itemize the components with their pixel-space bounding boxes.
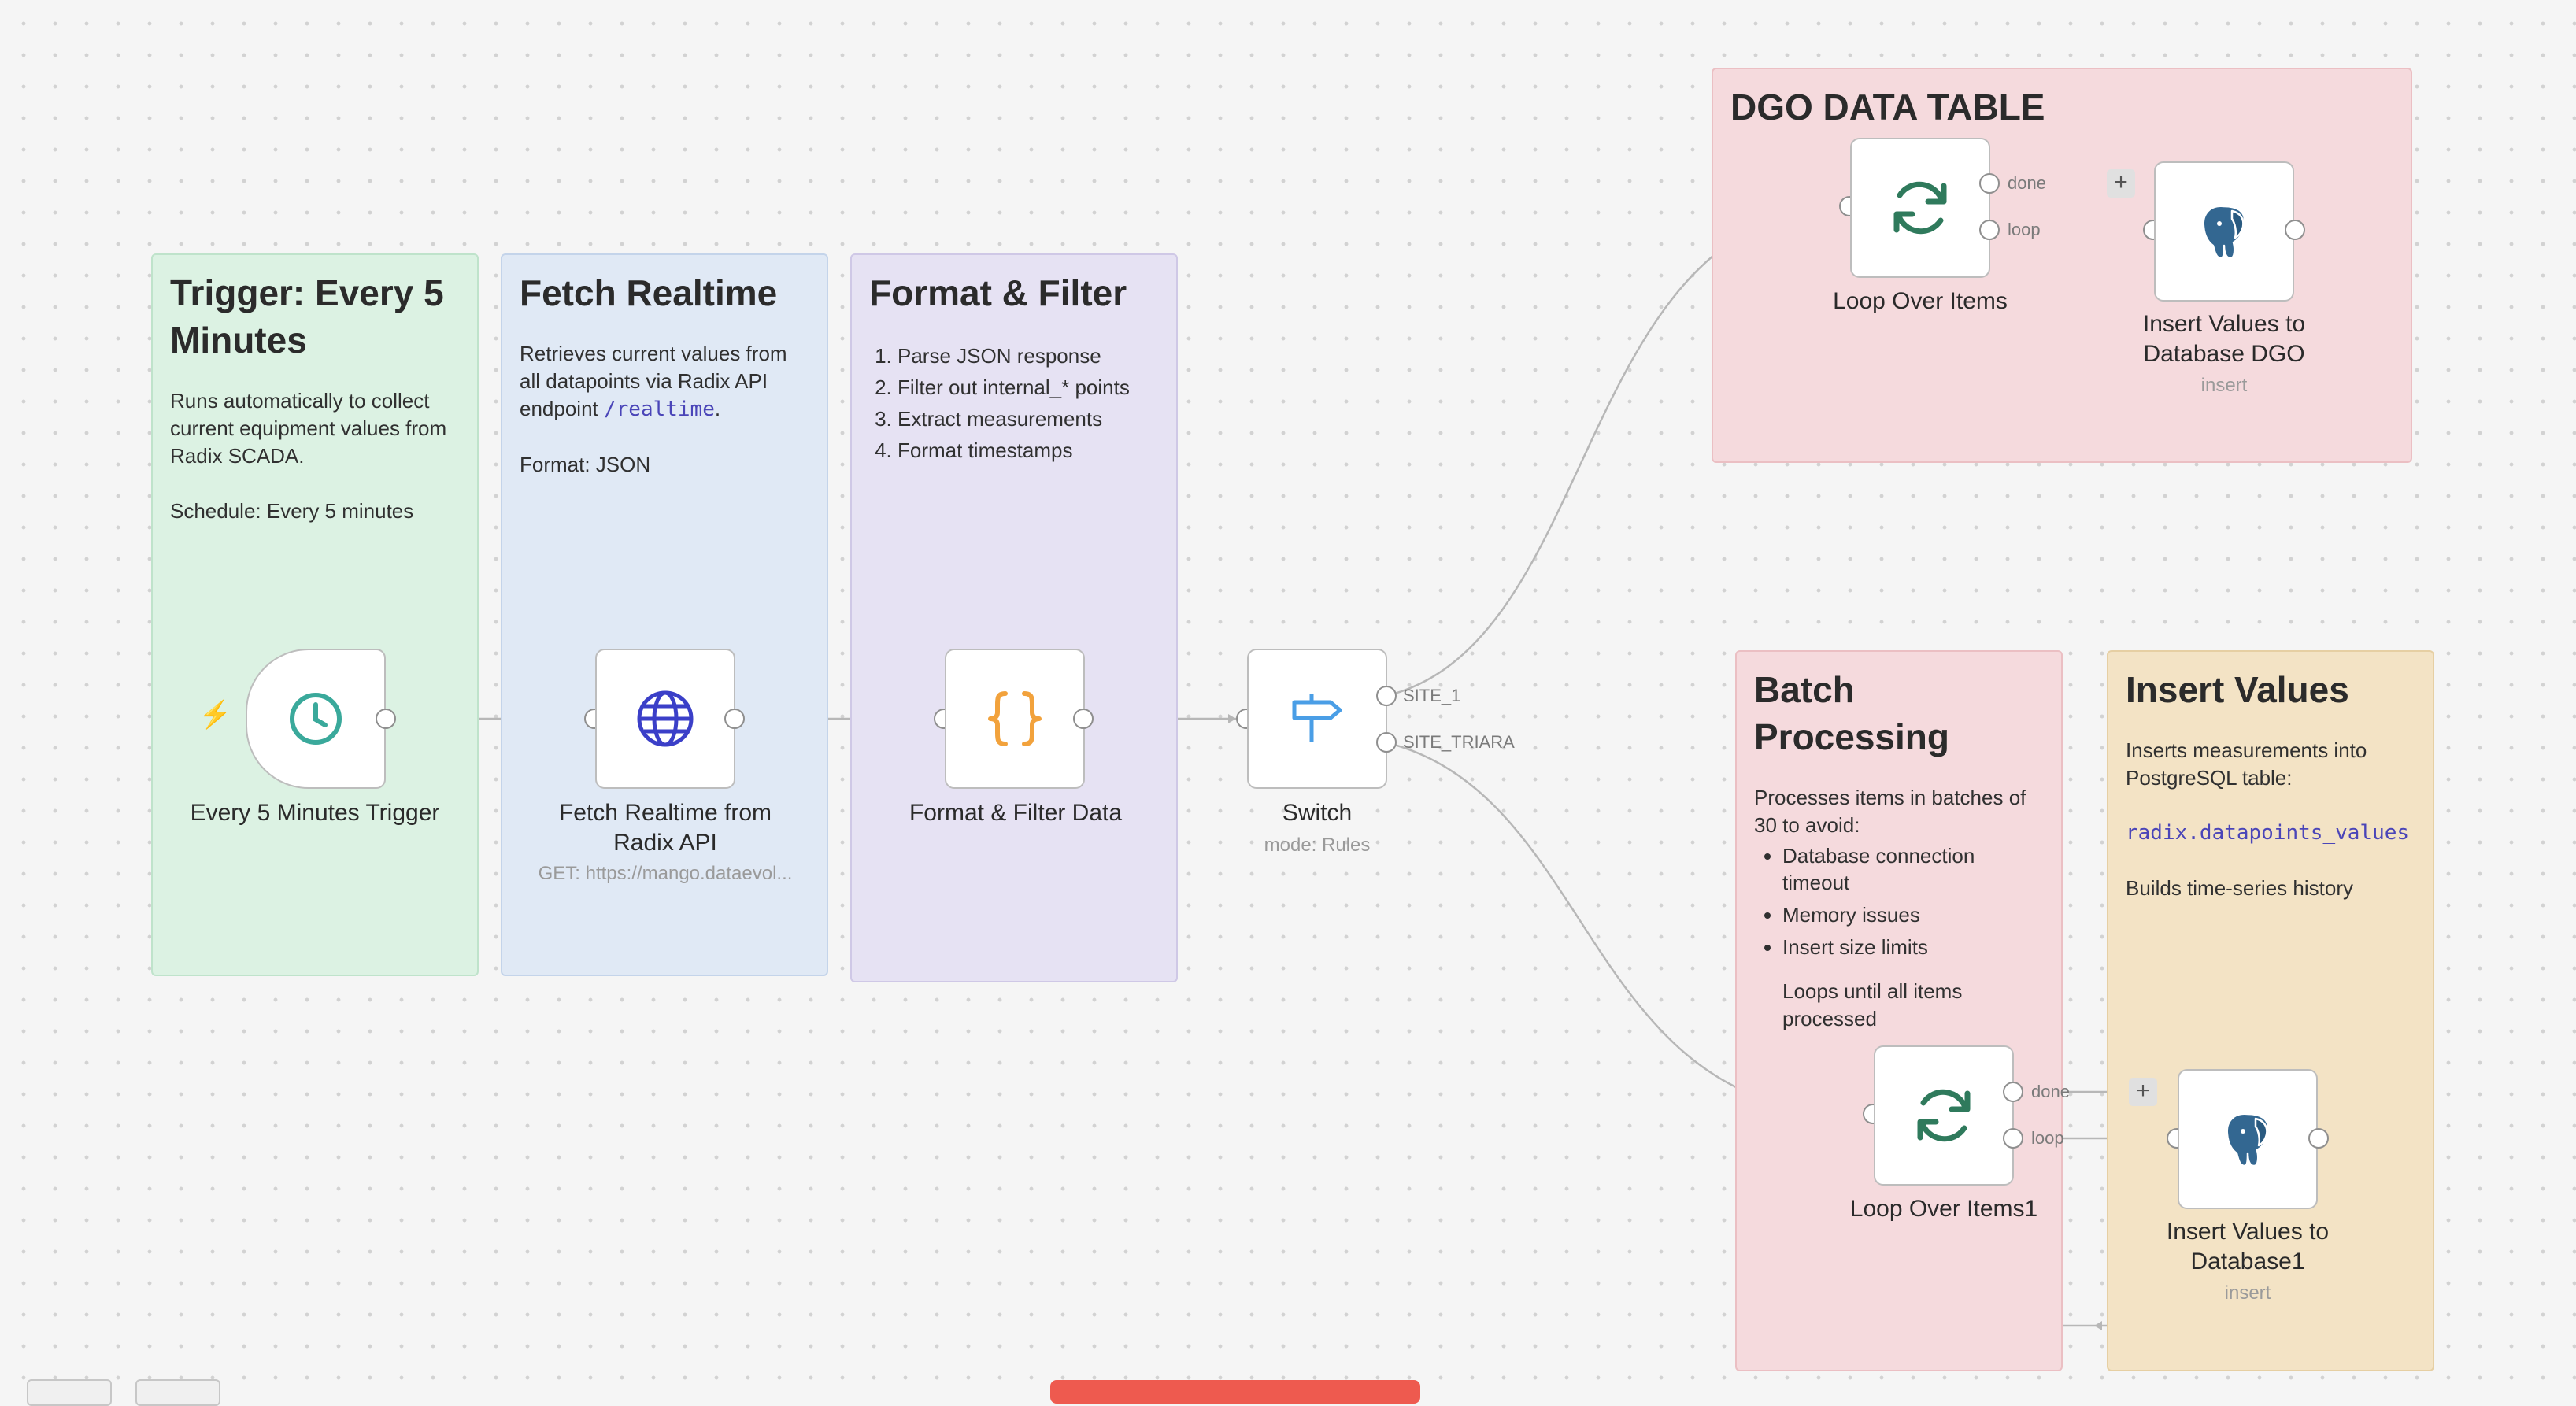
trigger-output-handle[interactable] <box>376 709 396 729</box>
node-loop-dgo-label: Loop Over Items <box>1833 288 2008 314</box>
step-item: Parse JSON response <box>898 340 1159 372</box>
loop-dgo-done-handle[interactable] <box>1979 173 2000 194</box>
node-insert-values-dgo[interactable] <box>2154 161 2294 302</box>
node-fetch-realtime[interactable] <box>595 649 735 789</box>
refresh-icon <box>1893 181 1947 235</box>
node-insert-batch-operation: insert <box>2224 1282 2271 1304</box>
sticky-fetch-text-end: . <box>714 397 721 420</box>
sticky-format-steps: Parse JSON response Filter out internal_… <box>869 340 1159 466</box>
format-output-handle[interactable] <box>1073 709 1094 729</box>
sticky-batch-title: Batch Processing <box>1754 669 1949 757</box>
node-switch[interactable] <box>1247 649 1387 789</box>
refresh-icon <box>1917 1089 1971 1142</box>
zoom-control-button[interactable] <box>27 1379 112 1406</box>
sticky-insert-table-name: radix.datapoints_values <box>2126 821 2410 845</box>
bullet-item: Database connection timeout <box>1782 842 2044 896</box>
step-item: Extract measurements <box>898 403 1159 435</box>
clock-icon <box>290 693 342 745</box>
sticky-dgo-data-table[interactable]: DGO DATA TABLE <box>1712 68 2412 463</box>
sticky-batch-loop-note: Loops until all items processed <box>1782 979 1963 1030</box>
switch-port-site1: SITE_1 <box>1403 686 1461 705</box>
sticky-trigger-description: Runs automatically to collect current eq… <box>170 389 447 468</box>
sticky-dgo-title: DGO DATA TABLE <box>1730 87 2045 128</box>
node-insert-batch-label: Insert Values to Database1 <box>2166 1219 2330 1275</box>
postgres-elephant-icon <box>2226 1112 2270 1167</box>
sticky-format[interactable]: Format & Filter Parse JSON response Filt… <box>850 253 1178 982</box>
node-switch-label: Switch <box>1282 800 1353 826</box>
loop-dgo-port-loop: loop <box>2008 220 2041 239</box>
sticky-fetch-title: Fetch Realtime <box>520 272 778 313</box>
node-loop-over-items1[interactable] <box>1874 1045 2014 1186</box>
sticky-fetch-text: Retrieves current values from all datapo… <box>520 342 787 420</box>
bullet-item: Insert size limits <box>1782 934 2044 960</box>
postgres-elephant-icon <box>2202 205 2246 260</box>
node-switch-mode: mode: Rules <box>1264 834 1371 856</box>
sticky-fetch[interactable]: Fetch Realtime Retrieves current values … <box>501 253 828 976</box>
sticky-trigger[interactable]: Trigger: Every 5 Minutes Runs automatica… <box>151 253 479 976</box>
bullet-item: Memory issues <box>1782 901 2044 928</box>
step-item: Format timestamps <box>898 435 1159 466</box>
switch-output-triara-handle[interactable] <box>1376 732 1397 753</box>
arrow-batch-return <box>2094 1321 2102 1330</box>
node-insert-values-database1[interactable] <box>2178 1069 2318 1209</box>
sticky-batch-description: Processes items in batches of 30 to avoi… <box>1754 786 2026 837</box>
sticky-insert-title: Insert Values <box>2126 669 2349 710</box>
sticky-batch[interactable]: Batch Processing Processes items in batc… <box>1735 650 2063 1371</box>
braces-icon <box>988 691 1042 746</box>
switch-port-triara: SITE_TRIARA <box>1403 732 1515 752</box>
node-fetch-label: Fetch Realtime from Radix API <box>558 800 772 856</box>
insert-dgo-output-handle[interactable] <box>2285 220 2305 240</box>
node-format-filter-data[interactable] <box>945 649 1085 789</box>
sticky-fetch-description: Retrieves current values from all datapo… <box>520 340 809 424</box>
node-insert-dgo-operation: insert <box>2200 375 2248 396</box>
insert-batch-output-handle[interactable] <box>2308 1128 2329 1149</box>
arrow-switch-in <box>1228 714 1236 723</box>
loop-batch-port-loop: loop <box>2031 1128 2064 1148</box>
loop-batch-port-done: done <box>2031 1082 2070 1101</box>
loop-batch-done-handle[interactable] <box>2003 1082 2023 1102</box>
node-every-5-minutes-trigger[interactable] <box>246 649 386 789</box>
step-item: Filter out internal_* points <box>898 372 1159 403</box>
sticky-insert[interactable]: Insert Values Inserts measurements into … <box>2107 650 2434 1371</box>
signpost-icon <box>1292 694 1342 742</box>
node-trigger-label: Every 5 Minutes Trigger <box>190 800 440 826</box>
node-loop-batch-label: Loop Over Items1 <box>1849 1196 2038 1222</box>
execute-workflow-button[interactable] <box>1050 1380 1420 1404</box>
loop-dgo-done-add-button[interactable]: + <box>2107 169 2135 198</box>
sticky-fetch-format: Format: JSON <box>520 453 651 476</box>
node-fetch-url: GET: https://mango.dataevol... <box>538 863 793 884</box>
sticky-batch-bullets: Database connection timeout Memory issue… <box>1754 842 2044 960</box>
loop-batch-loop-handle[interactable] <box>2003 1128 2023 1149</box>
globe-icon <box>637 690 694 747</box>
loop-batch-done-add-button[interactable]: + <box>2129 1078 2157 1106</box>
canvas-control-button[interactable] <box>135 1379 220 1406</box>
switch-output-site1-handle[interactable] <box>1376 686 1397 706</box>
sticky-insert-description: Inserts measurements into PostgreSQL tab… <box>2126 738 2367 790</box>
sticky-format-title: Format & Filter <box>869 272 1127 313</box>
loop-dgo-loop-handle[interactable] <box>1979 220 2000 240</box>
sticky-fetch-endpoint: /realtime <box>603 398 715 421</box>
sticky-trigger-schedule: Schedule: Every 5 minutes <box>170 499 414 523</box>
fetch-output-handle[interactable] <box>724 709 745 729</box>
node-insert-dgo-label: Insert Values to Database DGO <box>2142 311 2306 367</box>
sticky-trigger-title: Trigger: Every 5 Minutes <box>170 272 444 361</box>
trigger-bolt-icon: ⚡ <box>198 700 232 730</box>
node-loop-over-items[interactable] <box>1850 138 1990 278</box>
sticky-insert-history: Builds time-series history <box>2126 876 2353 900</box>
loop-dgo-port-done: done <box>2008 173 2046 193</box>
node-format-label: Format & Filter Data <box>909 800 1123 826</box>
